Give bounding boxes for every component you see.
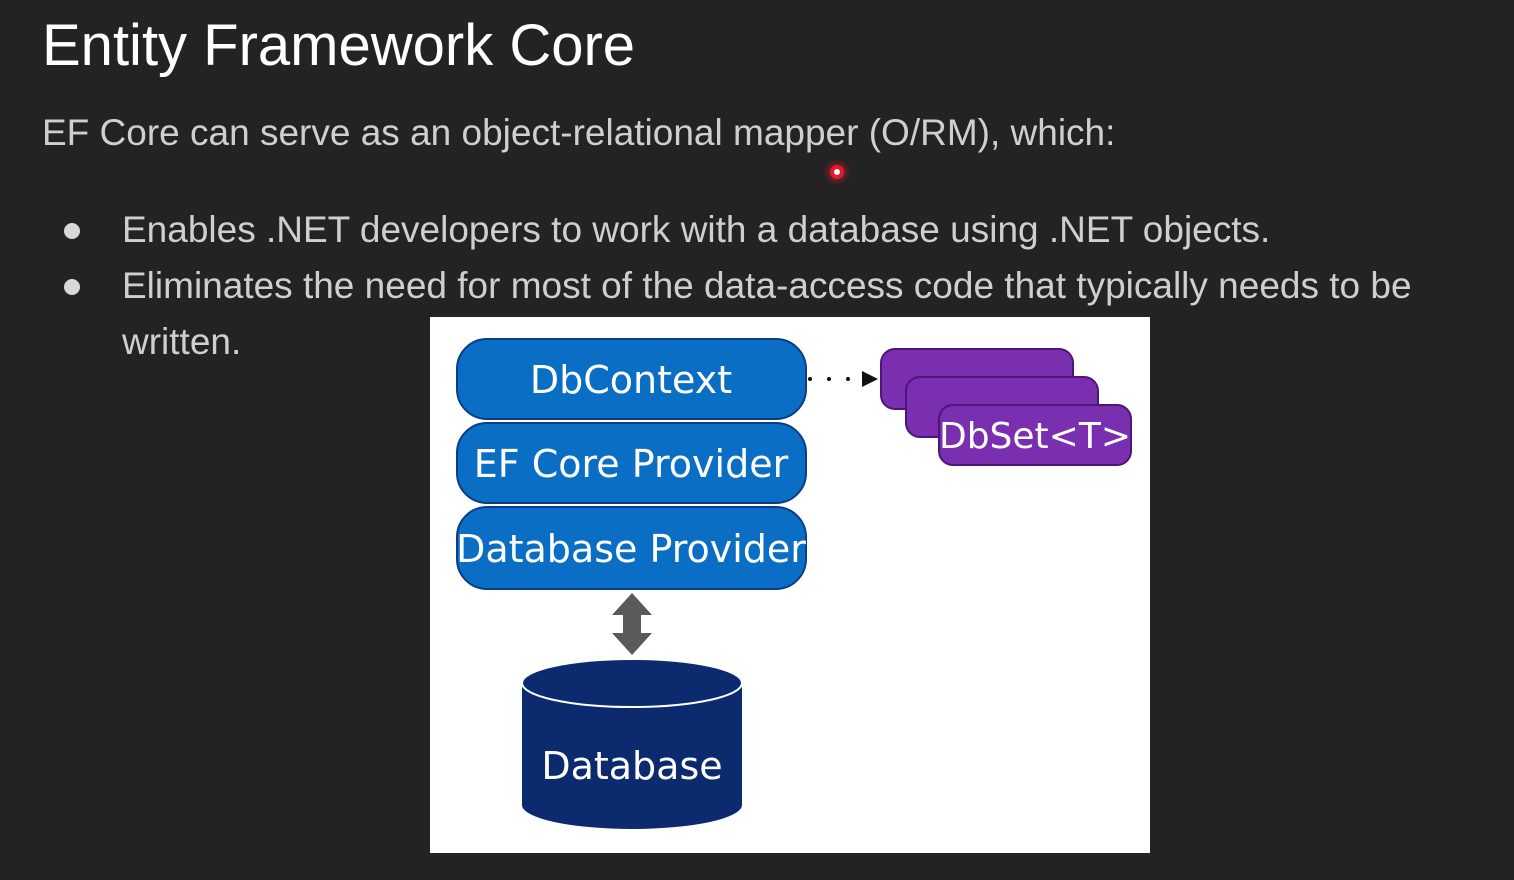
layer-database-provider-label: Database Provider bbox=[456, 527, 806, 571]
ef-core-diagram: DbContext EF Core Provider Database Prov… bbox=[430, 317, 1150, 853]
database-cylinder-icon: Database bbox=[521, 658, 743, 829]
arrow-shaft bbox=[623, 615, 641, 633]
layer-dbcontext-shape bbox=[456, 338, 807, 420]
layer-ef-core-provider-label: EF Core Provider bbox=[474, 442, 789, 486]
bullet-item: Enables .NET developers to work with a d… bbox=[62, 202, 1482, 258]
dbset-label: DbSet<T> bbox=[939, 416, 1131, 457]
layer-database-provider-shape bbox=[456, 506, 807, 590]
dbcontext-to-dbset-connector bbox=[808, 371, 878, 387]
bullet-dot-icon bbox=[64, 279, 80, 295]
dbset-card-front bbox=[938, 404, 1132, 466]
database-label: Database bbox=[541, 744, 722, 788]
layer-dbcontext-label: DbContext bbox=[530, 358, 732, 402]
laser-pointer-icon bbox=[830, 165, 844, 179]
arrow-head-up bbox=[612, 593, 652, 615]
connector-dot bbox=[827, 377, 831, 381]
bullet-dot-icon bbox=[64, 223, 80, 239]
database-cylinder-body bbox=[522, 683, 742, 829]
layer-database-provider: Database Provider bbox=[456, 506, 807, 590]
connector-dot bbox=[808, 377, 812, 381]
bullet-list: Enables .NET developers to work with a d… bbox=[62, 202, 1482, 370]
layer-ef-core-provider-shape bbox=[456, 422, 807, 504]
layer-dbcontext: DbContext bbox=[456, 338, 807, 420]
bullet-text: Eliminates the need for most of the data… bbox=[122, 265, 1412, 362]
double-arrow-icon bbox=[612, 593, 652, 655]
slide-title: Entity Framework Core bbox=[42, 13, 636, 78]
layer-ef-core-provider: EF Core Provider bbox=[456, 422, 807, 504]
connector-arrowhead-icon bbox=[862, 371, 878, 387]
connector-dot bbox=[846, 377, 850, 381]
database-cylinder-top bbox=[521, 658, 743, 708]
diagram-canvas: DbContext EF Core Provider Database Prov… bbox=[456, 338, 1132, 829]
bullet-item: Eliminates the need for most of the data… bbox=[62, 258, 1482, 370]
bullet-text: Enables .NET developers to work with a d… bbox=[122, 209, 1271, 250]
slide-subtitle: EF Core can serve as an object-relationa… bbox=[42, 112, 1116, 153]
arrow-head-down bbox=[612, 633, 652, 655]
dbset-stack: DbSet<T> bbox=[880, 348, 1132, 466]
